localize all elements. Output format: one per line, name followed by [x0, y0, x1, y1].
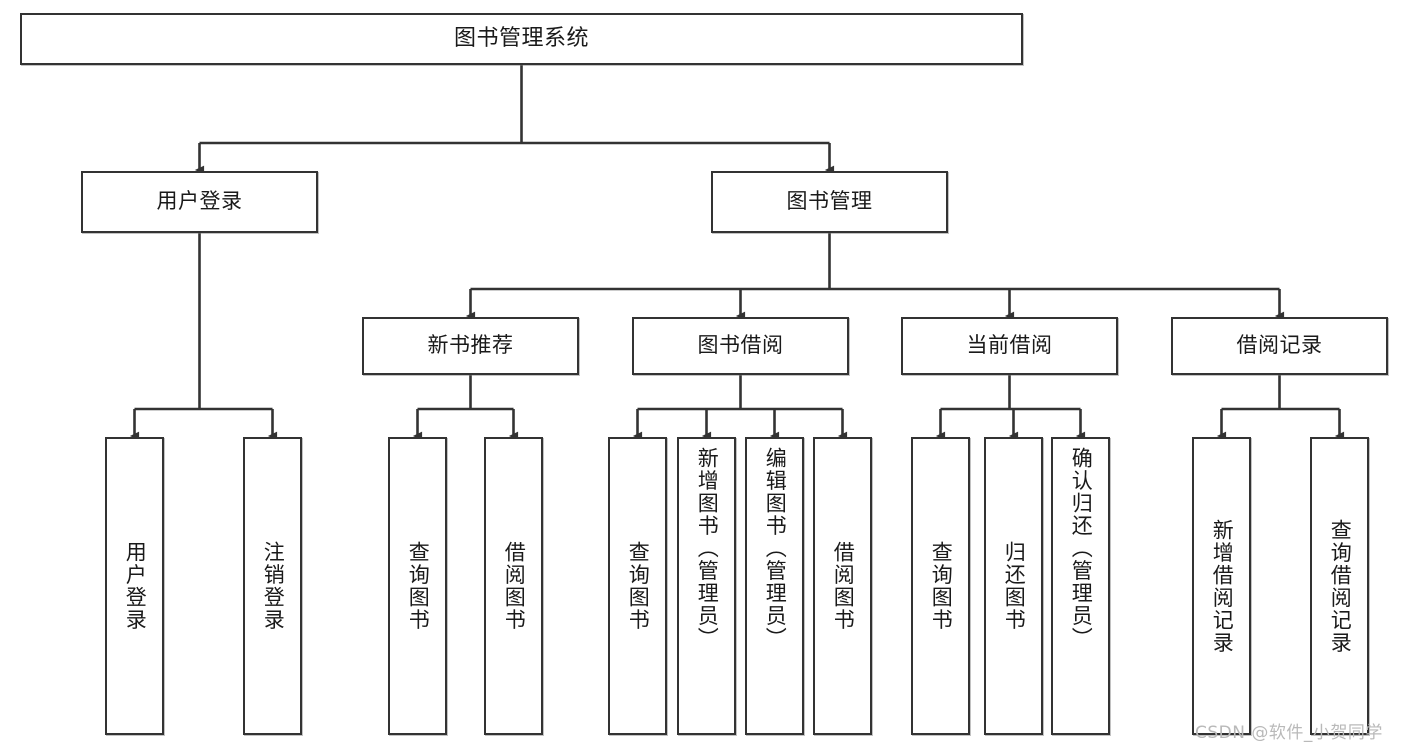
node-label: 借阅图书 [831, 541, 856, 631]
node-label: 借阅记录 [1236, 333, 1323, 358]
node-label: 查询图书 [929, 541, 954, 631]
leaf-user-logout[interactable]: 注销登录 [243, 437, 302, 735]
node-label: 新增借阅记录 [1210, 518, 1235, 654]
leaf-query-books-new[interactable]: 查询图书 [388, 437, 447, 735]
node-label: 当前借阅 [966, 333, 1053, 358]
leaf-query-books-borrow[interactable]: 查询图书 [608, 437, 667, 735]
node-label: 归还图书 [1002, 541, 1027, 631]
node-label: 注销登录 [261, 541, 286, 631]
node-label: 图书借阅 [697, 333, 784, 358]
node-root-library-system[interactable]: 图书管理系统 [20, 13, 1023, 65]
node-current-borrowing[interactable]: 当前借阅 [901, 317, 1118, 375]
node-label: 用户登录 [123, 541, 148, 631]
csdn-watermark: CSDN @软件_小贺同学 [1195, 723, 1383, 743]
node-label: 新书推荐 [427, 333, 514, 358]
node-new-book-recommendation[interactable]: 新书推荐 [362, 317, 579, 375]
leaf-query-books-current[interactable]: 查询图书 [911, 437, 970, 735]
node-book-management[interactable]: 图书管理 [711, 171, 948, 233]
leaf-add-borrow-record[interactable]: 新增借阅记录 [1192, 437, 1251, 735]
node-user-login[interactable]: 用户登录 [81, 171, 318, 233]
leaf-edit-book-admin[interactable]: 编辑图书（管理员） [745, 437, 804, 735]
leaf-add-book-admin[interactable]: 新增图书（管理员） [677, 437, 736, 735]
leaf-user-login[interactable]: 用户登录 [105, 437, 164, 735]
node-label: 借阅图书 [502, 541, 527, 631]
node-label: 查询图书 [406, 541, 431, 631]
node-label: 编辑图书（管理员） [763, 447, 788, 650]
node-label: 查询图书 [626, 541, 651, 631]
node-label: 确认归还（管理员） [1069, 447, 1094, 650]
node-label: 用户登录 [156, 189, 243, 214]
node-label: 图书管理 [786, 189, 873, 214]
node-label: 新增图书（管理员） [695, 447, 720, 650]
leaf-borrow-books-new[interactable]: 借阅图书 [484, 437, 543, 735]
leaf-return-books[interactable]: 归还图书 [984, 437, 1043, 735]
leaf-lend-books[interactable]: 借阅图书 [813, 437, 872, 735]
node-label: 查询借阅记录 [1328, 518, 1353, 654]
node-borrow-records[interactable]: 借阅记录 [1171, 317, 1388, 375]
leaf-confirm-return-admin[interactable]: 确认归还（管理员） [1051, 437, 1110, 735]
node-label: 图书管理系统 [453, 25, 589, 51]
leaf-query-borrow-record[interactable]: 查询借阅记录 [1310, 437, 1369, 735]
node-book-borrowing[interactable]: 图书借阅 [632, 317, 849, 375]
